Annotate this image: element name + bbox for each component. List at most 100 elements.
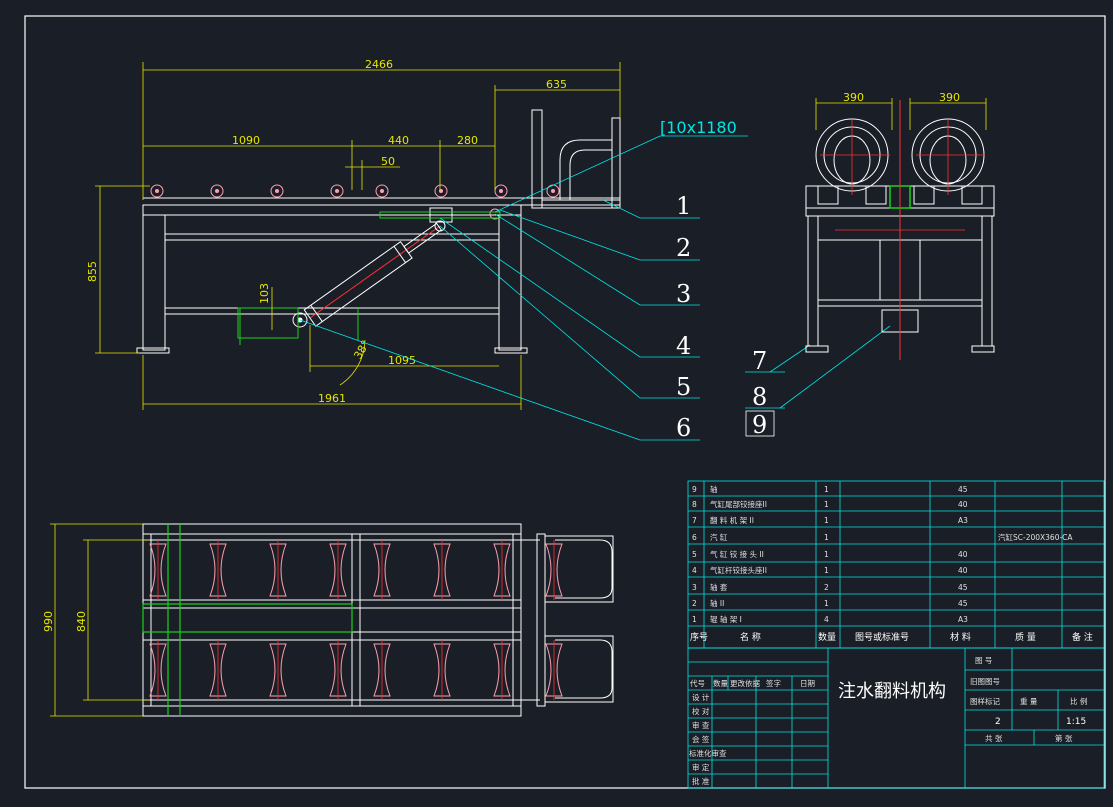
parts-cell-name: 翻 料 机 架 II xyxy=(710,515,754,525)
drawing-border xyxy=(24,15,1106,789)
side-highlights xyxy=(820,100,985,360)
hdr-no: 序号 xyxy=(690,631,708,643)
dim-plan-inner: 840 xyxy=(75,611,88,632)
tb-weight: 重 量 xyxy=(1020,697,1038,706)
stop-plate xyxy=(531,109,543,209)
parts-cell-material: 40 xyxy=(958,550,968,559)
callout-7: 7 xyxy=(752,347,767,375)
hdr-change: 更改依据 xyxy=(730,678,760,688)
parts-cell-qty: 2 xyxy=(824,583,829,592)
tb-drawing-no: 图 号 xyxy=(975,656,992,665)
parts-cell-no: 1 xyxy=(692,615,697,624)
hdr-qty: 数量 xyxy=(818,631,836,643)
dim-height: 855 xyxy=(86,261,99,282)
front-rollers xyxy=(150,184,560,220)
plan-centerlines xyxy=(157,540,555,700)
plan-highlights xyxy=(142,524,353,716)
front-dim-text: 2466 635 1090 440 280 50 855 103 38° 109… xyxy=(86,58,567,405)
callout-8: 8 xyxy=(752,383,767,411)
hdr-drawing: 图号或标准号 xyxy=(855,631,909,643)
parts-cell-no: 9 xyxy=(692,485,697,494)
dim-cyl-offset: 103 xyxy=(258,283,271,304)
cylinder-assembly xyxy=(237,207,501,345)
tb-old-drawing-no: 旧图图号 xyxy=(970,677,1000,686)
plan-rollers xyxy=(149,543,563,697)
top-beam xyxy=(142,204,522,216)
dim-left-span: 1090 xyxy=(232,134,260,147)
right-foot xyxy=(494,347,528,354)
parts-cell-no: 7 xyxy=(692,516,697,525)
dim-right-section: 635 xyxy=(546,78,567,91)
tb-sheet-total: 共 张 xyxy=(985,734,1003,743)
role-check: 校 对 xyxy=(692,706,710,716)
plan-view xyxy=(142,523,614,717)
parts-table-grid xyxy=(687,480,1105,789)
front-dimensions xyxy=(95,62,621,410)
tb-scale-value: 1:15 xyxy=(1066,717,1086,727)
cylinder-centerline xyxy=(309,225,441,319)
tb-mark-value: 2 xyxy=(995,717,1001,727)
role-review: 审 查 xyxy=(692,720,710,730)
dim-side-right: 390 xyxy=(939,91,960,104)
callout-2: 2 xyxy=(676,234,691,262)
dim-cyl-span: 1095 xyxy=(388,354,416,367)
dim-mid-span: 440 xyxy=(388,134,409,147)
parts-cell-qty: 1 xyxy=(824,599,829,608)
tb-drawing-mark: 图样标记 xyxy=(970,696,1000,706)
beam-label: [10x1180 xyxy=(660,118,737,137)
dim-offset: 50 xyxy=(381,155,395,168)
parts-cell-material: 40 xyxy=(958,500,968,509)
hdr-note: 备 注 xyxy=(1072,631,1093,643)
parts-cell-material: 45 xyxy=(958,599,968,608)
left-foot xyxy=(136,347,170,354)
dim-right-span: 280 xyxy=(457,134,478,147)
parts-cell-name: 轴 II xyxy=(710,598,724,608)
parts-cell-material: 45 xyxy=(958,485,968,494)
role-design: 设 计 xyxy=(692,692,710,702)
cylinder-mount-highlight xyxy=(237,307,299,339)
dim-total-length: 2466 xyxy=(365,58,393,71)
parts-cell-no: 5 xyxy=(692,550,697,559)
parts-cell-qty: 1 xyxy=(824,516,829,525)
hdr-count: 数量 xyxy=(713,678,728,688)
parts-cell-no: 2 xyxy=(692,599,697,608)
dim-plan-total: 990 xyxy=(42,611,55,632)
parts-cell-name: 汽 缸 xyxy=(710,532,728,542)
parts-cell-name: 气缸尾部铰接座II xyxy=(710,499,767,509)
role-standard: 标准化审查 xyxy=(689,748,727,758)
hdr-sign: 签字 xyxy=(766,678,781,688)
parts-cell-qty: 1 xyxy=(824,533,829,542)
parts-cell-no: 3 xyxy=(692,583,697,592)
parts-cell-no: 6 xyxy=(692,533,697,542)
callout-labels: 1 2 3 4 5 6 7 8 9 xyxy=(676,192,775,442)
callout-5: 5 xyxy=(676,373,691,401)
parts-cell-material: A3 xyxy=(958,615,968,624)
parts-cell-no: 4 xyxy=(692,566,697,575)
dim-side-left: 390 xyxy=(843,91,864,104)
callout-3: 3 xyxy=(676,280,691,308)
parts-cell-no: 8 xyxy=(692,500,697,509)
parts-cell-name: 气 缸 铰 接 头 II xyxy=(710,549,764,559)
callout-9: 9 xyxy=(752,411,767,439)
parts-cell-material: 45 xyxy=(958,583,968,592)
parts-cell-qty: 1 xyxy=(824,500,829,509)
parts-header: 序号 名 称 数量 图号或标准号 材 料 质 量 备 注 xyxy=(690,631,1093,643)
role-ratify: 批 准 xyxy=(692,776,710,786)
parts-cell-qty: 1 xyxy=(824,485,829,494)
parts-cell-name: 轴 xyxy=(710,484,718,494)
hdr-date: 日期 xyxy=(800,679,815,688)
tb-scale-label: 比 例 xyxy=(1070,696,1087,706)
role-approve: 审 定 xyxy=(692,762,710,772)
parts-cell-name: 轴 套 xyxy=(710,582,728,592)
drawing-title: 注水翻料机构 xyxy=(838,681,946,702)
left-leg xyxy=(142,214,166,351)
parts-cell-name: 辊 轴 架 I xyxy=(710,614,742,624)
hdr-name: 名 称 xyxy=(740,631,761,643)
callout-6: 6 xyxy=(676,414,691,442)
parts-cell-qty: 1 xyxy=(824,550,829,559)
parts-cell-material: 40 xyxy=(958,566,968,575)
role-countersign: 会 签 xyxy=(692,734,710,744)
